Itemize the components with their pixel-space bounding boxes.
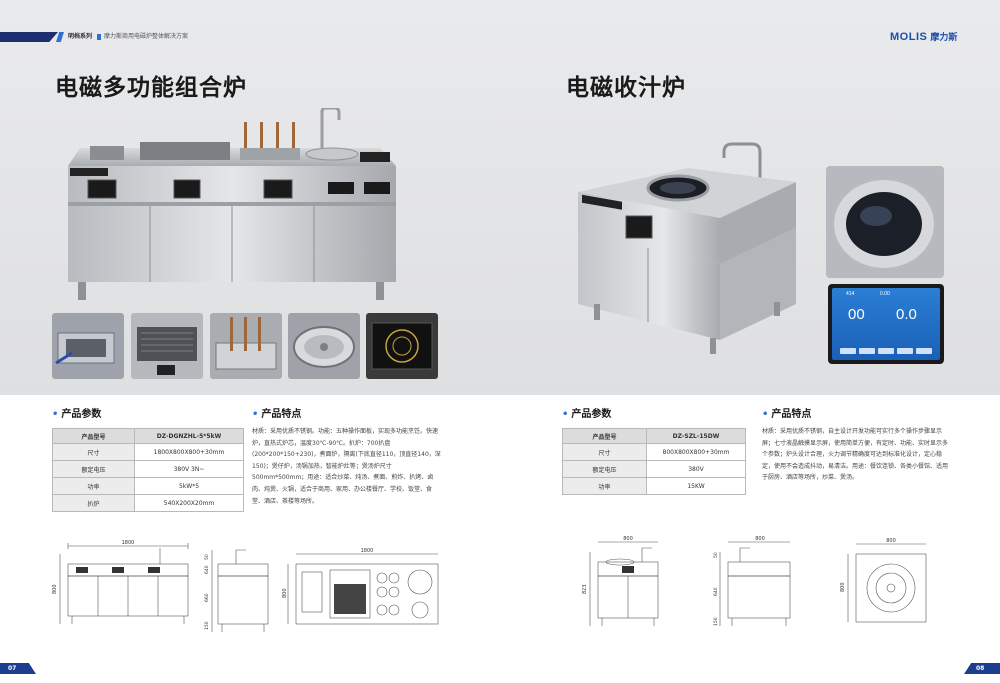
dim-label: 660 bbox=[204, 593, 210, 602]
right-front-height-label: 823 bbox=[582, 584, 588, 594]
left-params-heading: 产品参数 bbox=[52, 405, 101, 420]
page-number-left: 07 bbox=[0, 663, 36, 674]
left-top-drawing: 1800 800 bbox=[282, 548, 439, 625]
table-key: 额定电压 bbox=[52, 460, 135, 478]
screen-button bbox=[878, 348, 894, 354]
header-accent-stripe bbox=[56, 32, 64, 42]
header-series-bar: 明档系列 摩力斯商用电磁炉整体解决方案 bbox=[0, 32, 200, 42]
left-front-height-label: 800 bbox=[52, 584, 58, 594]
table-header-cell: DZ-SZL-15DW bbox=[646, 428, 746, 444]
header-accent-bar bbox=[0, 32, 58, 42]
screen-right-value: 0.0 bbox=[896, 306, 917, 323]
right-params-heading: 产品参数 bbox=[562, 405, 611, 420]
right-top-drawing: 800 800 bbox=[840, 538, 927, 623]
table-value: 540X200X20mm bbox=[134, 494, 244, 512]
dim-label: 640 bbox=[204, 565, 210, 574]
table-value: 800X800X800+30mm bbox=[646, 443, 746, 461]
table-header-cell: 产品型号 bbox=[52, 428, 135, 444]
brand-logo: MOLIS 摩力斯 bbox=[890, 30, 958, 44]
left-product-title: 电磁多功能组合炉 bbox=[55, 75, 247, 101]
left-features-heading: 产品特点 bbox=[252, 405, 301, 420]
thumb-noodle-cooker bbox=[210, 313, 282, 379]
table-key: 扒炉 bbox=[52, 494, 135, 512]
right-features-heading: 产品特点 bbox=[762, 405, 811, 420]
left-features-text: 材质：采用优质不锈钢。功能：五种操作面板，实现多功能烹饪。快速炉，直热式炉芯，温… bbox=[252, 428, 441, 505]
right-side-width-label: 800 bbox=[755, 536, 765, 542]
dim-label: 150 bbox=[204, 621, 210, 630]
screen-top-mid: 0.00 bbox=[880, 291, 890, 297]
thumb-pot bbox=[288, 313, 360, 379]
table-value: 380V 3N~ bbox=[134, 460, 244, 478]
header-series: 明档系列 bbox=[68, 33, 93, 40]
header-tagline: 摩力斯商用电磁炉整体解决方案 bbox=[104, 33, 189, 40]
right-top-width-label: 800 bbox=[886, 538, 896, 544]
right-side-drawing: 800 50 640 150 bbox=[713, 536, 791, 626]
dim-label: 50 bbox=[713, 552, 719, 558]
screen-left-value: 00 bbox=[848, 306, 865, 323]
table-header-row: 产品型号 DZ-SZL-15DW bbox=[562, 428, 746, 444]
page-number-right: 08 bbox=[964, 663, 1000, 674]
table-header-cell: 产品型号 bbox=[562, 428, 647, 444]
right-front-drawing: 800 823 bbox=[582, 536, 659, 626]
screen-button-row bbox=[840, 348, 932, 354]
dim-label: 150 bbox=[713, 617, 719, 626]
right-product-title: 电磁收汁炉 bbox=[566, 75, 686, 101]
sauce-reduction-stove-photo bbox=[578, 142, 796, 354]
left-top-depth-label: 800 bbox=[282, 588, 288, 598]
table-header-cell: DZ-DGNZHL-5*5kW bbox=[134, 428, 244, 444]
left-front-drawing: 1800 800 bbox=[52, 540, 189, 624]
table-value: 1800X800X800+30mm bbox=[134, 443, 244, 461]
header-separator bbox=[97, 34, 101, 40]
screen-button bbox=[916, 348, 932, 354]
table-key: 尺寸 bbox=[562, 443, 647, 461]
table-value: 15KW bbox=[646, 477, 746, 495]
control-screen: 414 0.00 00 0.0 bbox=[828, 284, 944, 364]
thumb-induction-plate bbox=[366, 313, 438, 379]
right-features-text: 材质：采用优质不锈钢，自主设计开发功能可实行多个操作步骤显示屏；七寸液晶触摸显示… bbox=[762, 428, 949, 482]
right-top-depth-label: 800 bbox=[840, 582, 846, 592]
dim-label: 50 bbox=[204, 554, 210, 560]
table-key: 额定电压 bbox=[562, 460, 647, 478]
screen-top-left: 414 bbox=[846, 291, 855, 297]
wok-closeup-photo bbox=[826, 166, 944, 278]
screen-button bbox=[897, 348, 913, 354]
logo-text: MOLIS bbox=[890, 30, 928, 43]
table-value: 5kW*5 bbox=[134, 477, 244, 495]
left-front-width-label: 1800 bbox=[122, 540, 135, 546]
thumb-griddle bbox=[131, 313, 203, 379]
table-key: 功率 bbox=[562, 477, 647, 495]
table-header-row: 产品型号 DZ-DGNZHL-5*5kW bbox=[52, 428, 244, 444]
left-side-drawing: 50 640 660 150 bbox=[204, 549, 269, 632]
table-key: 尺寸 bbox=[52, 443, 135, 461]
right-front-width-label: 800 bbox=[623, 536, 633, 542]
dim-label: 640 bbox=[713, 587, 719, 596]
combo-stove-photo bbox=[68, 108, 396, 300]
table-value: 380V bbox=[646, 460, 746, 478]
screen-display: 414 0.00 00 0.0 bbox=[832, 288, 940, 360]
screen-button bbox=[840, 348, 856, 354]
thumb-fryer bbox=[52, 313, 124, 379]
left-top-width-label: 1800 bbox=[361, 548, 374, 554]
screen-button bbox=[859, 348, 875, 354]
table-key: 功率 bbox=[52, 477, 135, 495]
logo-chinese: 摩力斯 bbox=[930, 33, 958, 43]
